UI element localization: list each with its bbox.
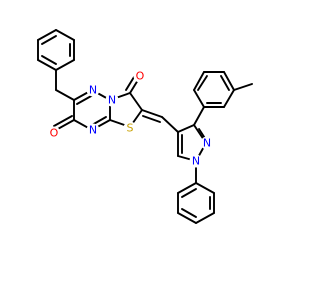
methine-linker	[141, 109, 179, 133]
atom-nitrogen-triazine-bottom: N	[89, 124, 97, 137]
n-phenyl-ring	[177, 160, 215, 224]
atom-sulfur: S	[127, 122, 134, 135]
atom-nitrogen-pyrazole-1: N	[192, 155, 200, 168]
triazine-ring	[53, 89, 111, 131]
benzyl-phenyl-ring	[37, 29, 75, 71]
atom-oxygen-top: O	[136, 70, 145, 83]
molecule-structure: O O N N N S N N	[37, 29, 253, 224]
atom-nitrogen-bridge: N	[108, 94, 116, 107]
atom-oxygen-left: O	[50, 127, 59, 140]
atom-labels: O O N N N S N N	[47, 69, 214, 168]
methylene-linker	[55, 69, 75, 101]
atom-nitrogen-triazine-top: N	[89, 84, 97, 97]
tolyl-ring	[193, 71, 253, 126]
atom-nitrogen-pyrazole-2: N	[203, 137, 211, 150]
